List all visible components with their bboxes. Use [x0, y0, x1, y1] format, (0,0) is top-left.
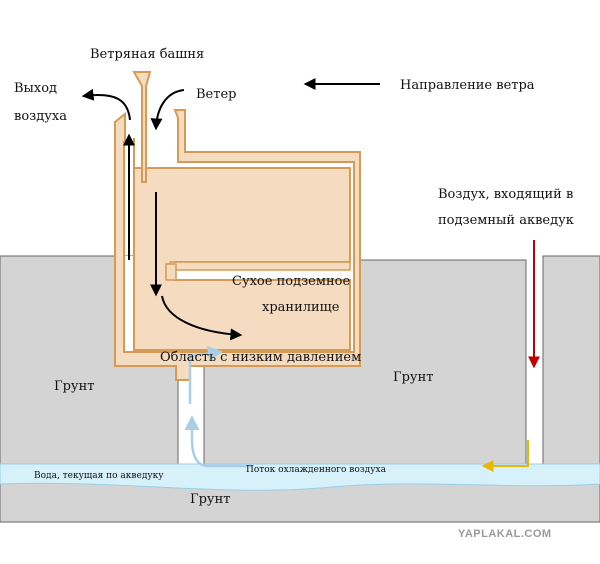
arrow-wind-entry	[150, 89, 185, 131]
arrow-into-chamber	[161, 295, 243, 341]
labels: Ветряная башня Выход воздуха Ветер Напра…	[14, 47, 574, 507]
label-ground-middle: Грунт	[393, 370, 433, 385]
arrow-air-exit	[81, 88, 131, 121]
label-dry-storage-1: Сухое подземное	[232, 274, 350, 289]
label-wind-tower: Ветряная башня	[90, 47, 204, 62]
arrow-cooled-air-rise	[188, 346, 223, 404]
label-water-flow: Вода, текущая по акведуку	[34, 471, 164, 481]
air-flow-arrows	[81, 78, 380, 341]
label-low-pressure: Область с низким давлением	[160, 350, 361, 365]
label-dry-storage-2: хранилище	[262, 300, 340, 315]
label-wind: Ветер	[196, 87, 236, 102]
tower-chamber-wall	[114, 109, 361, 381]
ground-block-right	[542, 255, 600, 465]
label-air-in-2: подземный акведук	[438, 213, 574, 228]
label-ground-left: Грунт	[54, 379, 94, 394]
label-air-exit-1: Выход	[14, 81, 57, 96]
label-cooled-air-flow: Поток охлажденного воздуха	[246, 465, 387, 475]
cooled-air-arrows	[184, 346, 252, 468]
label-air-in-1: Воздух, входящий в	[438, 187, 573, 202]
wind-tower-structure	[114, 71, 361, 381]
watermark: YAPLAKAL.COM	[458, 528, 552, 540]
label-air-exit-2: воздуха	[14, 109, 67, 124]
arrow-aqueduct-air	[481, 440, 529, 472]
label-ground-bottom: Грунт	[190, 492, 230, 507]
water-channel	[0, 463, 600, 491]
label-wind-direction: Направление ветра	[400, 78, 535, 93]
tower-divider	[132, 71, 152, 183]
arrow-cooled-air-flow	[184, 415, 252, 468]
